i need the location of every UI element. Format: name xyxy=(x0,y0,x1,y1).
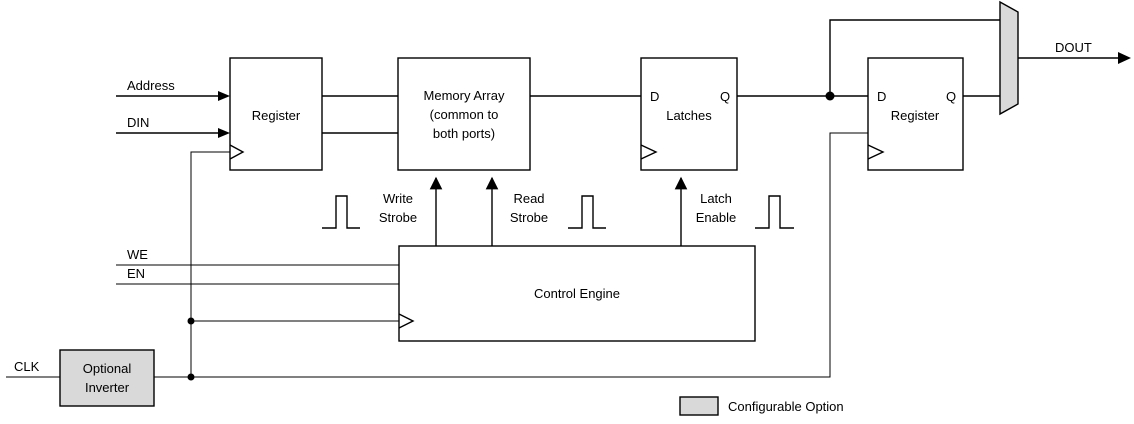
we-signal: WE xyxy=(116,247,399,266)
clk-junction-dot-inverter xyxy=(187,373,195,381)
clk-label: CLK xyxy=(14,359,40,374)
control-engine-label: Control Engine xyxy=(534,286,620,301)
clk-to-output-register-wire xyxy=(154,132,868,378)
input-register-label: Register xyxy=(252,108,301,123)
legend: Configurable Option xyxy=(679,396,844,416)
we-label: WE xyxy=(127,247,148,262)
latch-enable-pulse-icon xyxy=(755,195,794,229)
latches-block: D Q Latches xyxy=(640,57,738,171)
legend-swatch xyxy=(679,396,719,416)
address-signal: Address xyxy=(116,78,230,101)
read-strobe-label-line-1: Read xyxy=(513,191,544,206)
latches-enable-symbol xyxy=(640,144,658,160)
bypass-wire xyxy=(829,19,1000,96)
address-arrowhead xyxy=(218,91,230,101)
optional-inverter-label-line-2: Inverter xyxy=(85,380,130,395)
address-label: Address xyxy=(127,78,175,93)
memory-array-block: Memory Array (common to both ports) xyxy=(397,57,531,171)
din-arrowhead xyxy=(218,128,230,138)
control-engine-block: Control Engine xyxy=(398,245,756,342)
clk-to-input-register-wire xyxy=(190,151,230,377)
latches-q-port: Q xyxy=(720,89,730,104)
din-label: DIN xyxy=(127,115,149,130)
memory-array-label-line-1: Memory Array xyxy=(424,88,505,103)
read-strobe-pulse-icon xyxy=(568,195,606,229)
clk-signal: CLK xyxy=(6,359,60,378)
input-register-clock-symbol xyxy=(229,144,245,160)
control-engine-clock-symbol xyxy=(398,313,415,329)
input-register-block: Register xyxy=(229,57,323,171)
write-strobe-label-line-1: Write xyxy=(383,191,413,206)
dout-arrowhead xyxy=(1118,52,1131,64)
latch-enable-label-line-1: Latch xyxy=(700,191,732,206)
output-mux xyxy=(999,0,1019,116)
latches-label: Latches xyxy=(666,108,712,123)
output-register-d-port: D xyxy=(877,89,886,104)
legend-label: Configurable Option xyxy=(728,399,844,414)
dout-label: DOUT xyxy=(1055,40,1092,55)
read-strobe-label-line-2: Strobe xyxy=(510,210,548,225)
write-strobe-pulse-icon xyxy=(322,195,360,229)
latches-d-port: D xyxy=(650,89,659,104)
optional-inverter-label-line-1: Optional xyxy=(83,361,132,376)
optional-inverter-block: Optional Inverter xyxy=(59,349,155,407)
dout-signal: DOUT xyxy=(1018,40,1131,64)
output-register-clock-symbol xyxy=(867,144,885,160)
output-register-block: D Q Register xyxy=(867,57,964,171)
output-register-label: Register xyxy=(891,108,940,123)
latch-enable-label-line-2: Enable xyxy=(696,210,736,225)
output-register-q-port: Q xyxy=(946,89,956,104)
memory-array-label-line-3: both ports) xyxy=(433,126,495,141)
en-label: EN xyxy=(127,266,145,281)
en-signal: EN xyxy=(116,266,399,285)
clk-junction-dot-control xyxy=(187,317,195,325)
din-signal: DIN xyxy=(116,115,230,138)
write-strobe-label-line-2: Strobe xyxy=(379,210,417,225)
memory-array-label-line-2: (common to xyxy=(430,107,499,122)
